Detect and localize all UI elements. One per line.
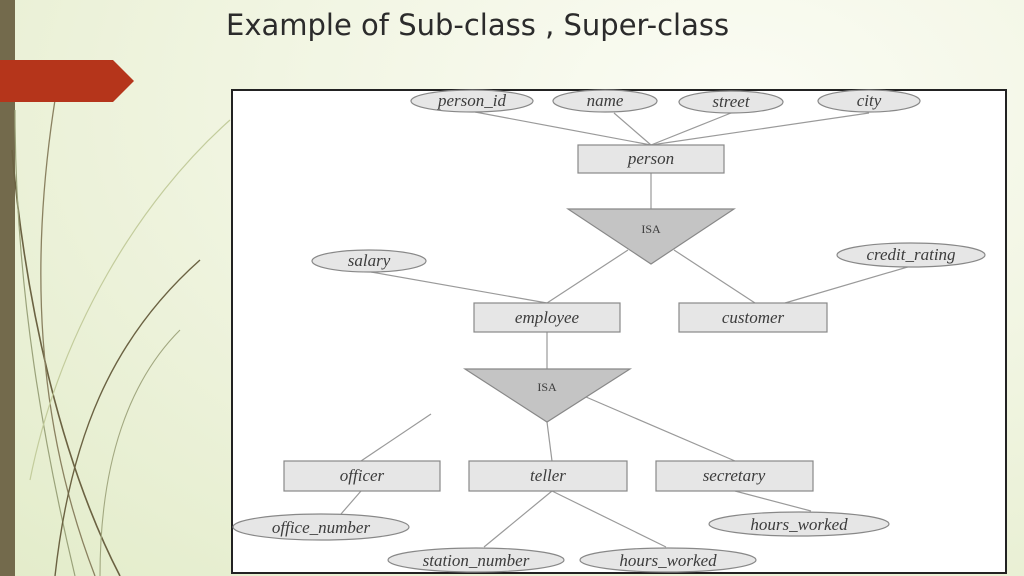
- attr-teller-hours-worked-label: hours_worked: [619, 551, 717, 570]
- er-diagram: person_id name street city person ISA sa…: [231, 89, 1007, 574]
- attr-station-number: station_number: [387, 547, 565, 573]
- left-sidebar-strip: [0, 0, 15, 576]
- isa-bottom-triangle: ISA: [462, 368, 633, 423]
- attr-street: street: [678, 90, 784, 114]
- entity-person-label: person: [627, 149, 674, 168]
- attr-secretary-hours-worked: hours_worked: [708, 511, 890, 537]
- connector-lines: [340, 111, 912, 548]
- entity-employee: employee: [473, 302, 621, 333]
- entity-teller-label: teller: [530, 466, 566, 485]
- entity-customer-label: customer: [722, 308, 785, 327]
- attr-secretary-hours-worked-label: hours_worked: [750, 515, 848, 534]
- entity-employee-label: employee: [515, 308, 580, 327]
- attr-office-number-label: office_number: [272, 518, 371, 537]
- entity-person: person: [577, 144, 725, 174]
- attr-office-number: office_number: [232, 513, 410, 541]
- entity-teller: teller: [468, 460, 628, 492]
- isa-bottom-label: ISA: [537, 380, 557, 394]
- entity-customer: customer: [678, 302, 828, 333]
- attr-name: name: [552, 89, 658, 113]
- attr-street-label: street: [712, 92, 750, 111]
- isa-top-triangle: ISA: [566, 208, 736, 265]
- entity-secretary-label: secretary: [703, 466, 766, 485]
- decorative-grass-curves: [11, 99, 231, 576]
- title-accent-arrow: [0, 60, 134, 102]
- attr-station-number-label: station_number: [423, 551, 530, 570]
- attr-city: city: [817, 89, 921, 113]
- attr-teller-hours-worked: hours_worked: [579, 547, 757, 573]
- attr-name-label: name: [587, 91, 624, 110]
- entity-officer-label: officer: [340, 466, 385, 485]
- attr-salary-label: salary: [348, 251, 391, 270]
- entity-officer: officer: [283, 460, 441, 492]
- slide-title: Example of Sub-class , Super-class: [226, 8, 730, 42]
- attr-salary: salary: [311, 249, 427, 273]
- attr-person-id-label: person_id: [437, 91, 507, 110]
- attr-person-id: person_id: [410, 89, 534, 113]
- isa-top-label: ISA: [641, 222, 661, 236]
- attr-credit-rating: credit_rating: [836, 242, 986, 268]
- attr-credit-rating-label: credit_rating: [866, 245, 955, 264]
- attr-city-label: city: [857, 91, 882, 110]
- entity-secretary: secretary: [655, 460, 814, 492]
